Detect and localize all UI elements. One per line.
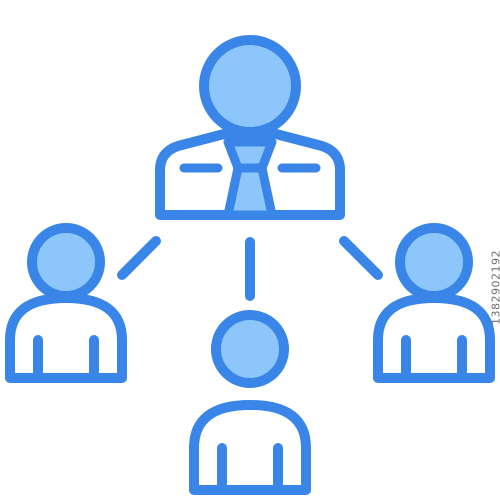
member-head <box>395 223 473 301</box>
manager-head <box>199 35 301 137</box>
member-head <box>211 310 289 388</box>
team-member-center <box>189 310 311 495</box>
manager-figure <box>155 35 345 220</box>
stock-id-watermark: 1382902192 <box>489 250 500 325</box>
connector-right <box>339 236 383 280</box>
connector-left <box>117 236 161 280</box>
member-head <box>27 223 105 301</box>
team-member-right <box>373 223 495 383</box>
team-member-left <box>5 223 127 383</box>
member-body <box>5 293 127 383</box>
member-body <box>373 293 495 383</box>
tie-icon <box>223 163 277 220</box>
member-body <box>189 400 311 495</box>
connector-lines <box>117 236 383 301</box>
